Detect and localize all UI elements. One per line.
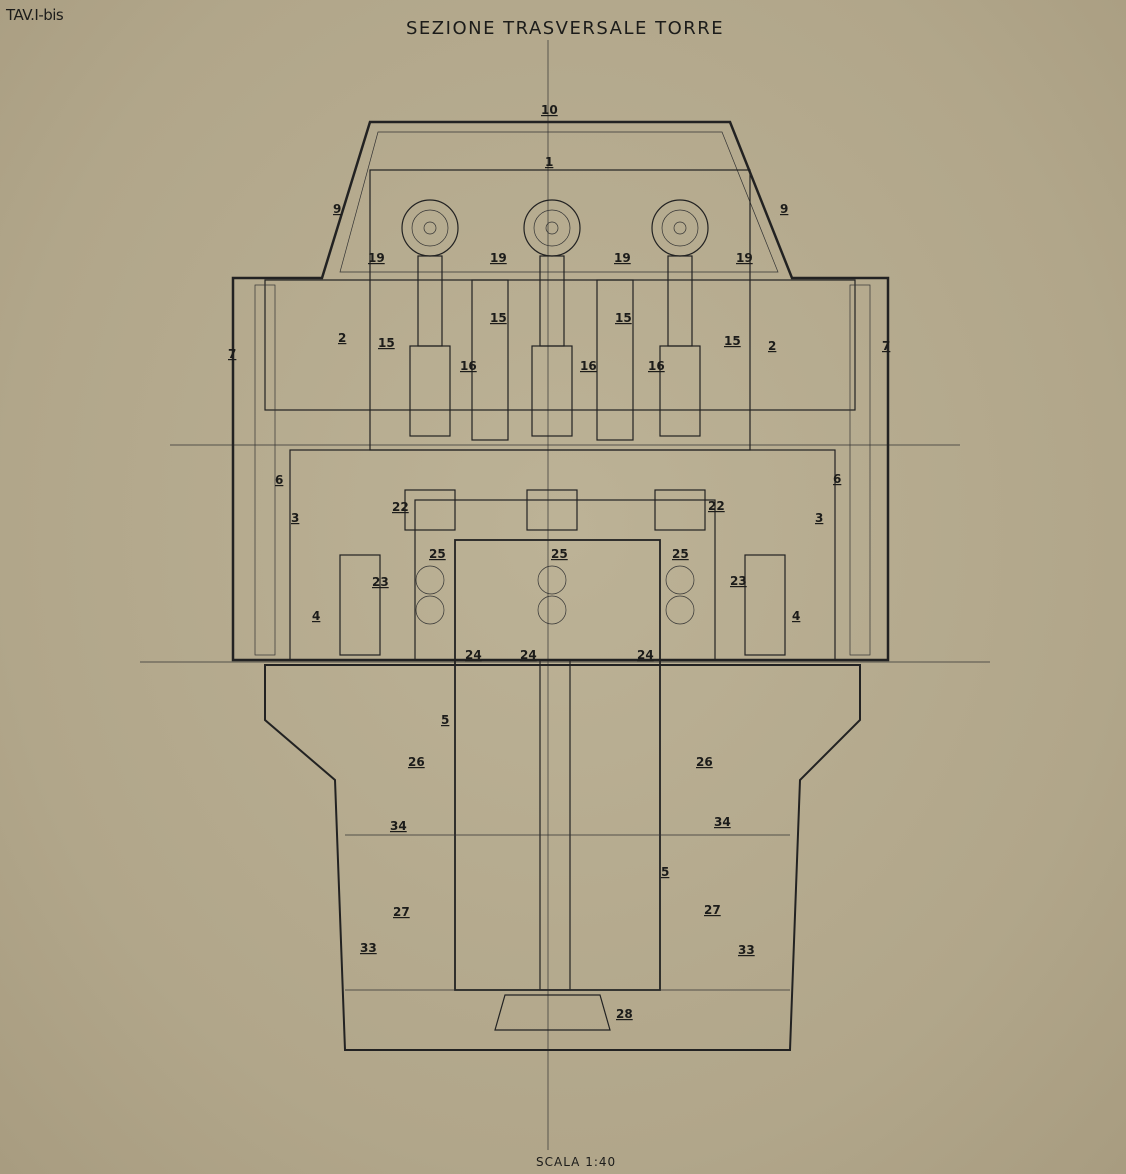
part-label-34: 34 [714,815,731,829]
part-label-34: 34 [390,819,407,833]
sheet-id: TAV.I-bis [6,6,64,24]
scale-note: SCALA 1:40 [536,1155,617,1169]
part-label-2: 2 [338,331,346,345]
part-label-22: 22 [392,500,409,514]
gun-3 [651,199,709,625]
part-label-24: 24 [637,648,654,662]
part-label-26: 26 [696,755,713,769]
part-label-27: 27 [393,905,410,919]
part-label-27: 27 [704,903,721,917]
part-label-19: 19 [736,251,753,265]
part-label-15: 15 [615,311,632,325]
part-label-19: 19 [368,251,385,265]
part-label-33: 33 [738,943,755,957]
part-label-22: 22 [708,499,725,513]
part-label-1: 1 [545,155,553,169]
part-label-15: 15 [490,311,507,325]
part-label-23: 23 [372,575,389,589]
ammunition-trunk [264,539,861,1051]
part-label-25: 25 [672,547,689,561]
part-label-24: 24 [465,648,482,662]
part-label-9: 9 [780,202,788,216]
working-chamber [339,499,786,661]
part-label-6: 6 [275,473,283,487]
part-label-25: 25 [429,547,446,561]
part-label-5: 5 [441,713,449,727]
drawing-title: SEZIONE TRASVERSALE TORRE [406,18,725,39]
part-label-7: 7 [228,347,236,361]
part-label-16: 16 [460,359,477,373]
part-label-5: 5 [661,865,669,879]
part-label-26: 26 [408,755,425,769]
gun-2 [523,199,581,625]
part-label-9: 9 [333,202,341,216]
part-label-10: 10 [541,103,558,117]
part-label-7: 7 [882,339,890,353]
part-label-4: 4 [792,609,800,623]
part-label-16: 16 [648,359,665,373]
part-label-15: 15 [724,334,741,348]
hoist-cage [471,279,509,441]
part-label-6: 6 [833,472,841,486]
gun-1 [401,199,459,625]
part-label-19: 19 [490,251,507,265]
turret-roof-armor [231,120,890,662]
part-label-28: 28 [616,1007,633,1021]
part-label-3: 3 [291,511,299,525]
part-label-4: 4 [312,609,320,623]
part-label-24: 24 [520,648,537,662]
part-label-23: 23 [730,574,747,588]
part-label-19: 19 [614,251,631,265]
part-label-2: 2 [768,339,776,353]
center-axis [140,40,990,1150]
hoist-cage [596,279,634,441]
part-label-3: 3 [815,511,823,525]
part-label-15: 15 [378,336,395,350]
part-label-25: 25 [551,547,568,561]
part-label-16: 16 [580,359,597,373]
gun-breeches [401,199,709,625]
part-label-33: 33 [360,941,377,955]
